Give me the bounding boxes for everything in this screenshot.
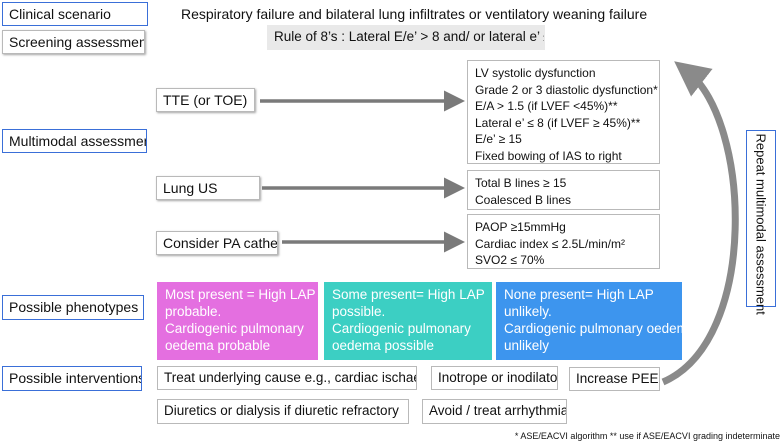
repeat-assessment-label: Repeat multimodal assessment (753, 133, 769, 315)
criteria-item: Coalesced B lines (475, 192, 572, 207)
criteria-item: Total B lines ≥ 15 (475, 176, 567, 190)
phenotype-line-part: oedema (646, 320, 696, 336)
phenotype-line: probable. (165, 303, 222, 319)
clinical-scenario-heading: Clinical scenario (2, 2, 148, 26)
criteria-item: Fixed bowing of IAS to right (475, 148, 622, 163)
criteria-item: E/e’ ≥ 15 (475, 132, 522, 147)
inotrope-box: Inotrope or inodilator (431, 366, 558, 390)
arrhythmias-box: Avoid / treat arrhythmias (422, 399, 567, 424)
phenotype-line: oedema probable (165, 337, 271, 353)
phenotype-high-lap-probable: Most present = High LAP probable. Cardio… (157, 282, 318, 360)
criteria-item: LV systolic dysfunction (475, 66, 596, 80)
phenotype-line: Cardiogenic pulmonary (165, 320, 304, 336)
repeat-assessment-label-box (746, 130, 776, 307)
phenotype-line: None present= High LAP (504, 287, 654, 302)
phenotype-line: unlikely (504, 337, 550, 353)
possible-interventions-heading: Possible interventions (2, 366, 142, 391)
phenotype-line: Most present = High LAP (165, 287, 316, 302)
multimodal-assessment-heading: Multimodal assessment (2, 129, 147, 153)
criteria-item: E/A > 1.5 (if LVEF <45%)** (475, 99, 618, 114)
phenotype-line-part: Cardiogenic pulmonary (504, 320, 643, 336)
tte-box: TTE (or TOE) (156, 88, 255, 112)
diuretics-box: Diuretics or dialysis if diuretic refrac… (157, 399, 409, 424)
criteria-item: Grade 2 or 3 diastolic dysfunction* (475, 82, 658, 97)
pa-criteria-box: PAOP ≥15mmHg Cardiac index ≤ 2.5L/min/m²… (467, 214, 660, 269)
phenotype-high-lap-possible: Some present= High LAP possible. Cardiog… (324, 282, 492, 360)
phenotype-line: Cardiogenic pulmonary (332, 320, 471, 336)
criteria-item: PAOP ≥15mmHg (475, 220, 566, 234)
phenotype-line: possible. (332, 303, 386, 319)
phenotype-line: Some present= High LAP (332, 287, 485, 302)
phenotype-high-lap-unlikely: None present= High LAP unlikely. Cardiog… (496, 282, 695, 360)
treat-underlying-cause-box: Treat underlying cause e.g., cardiac isc… (157, 366, 417, 390)
screening-rule: Rule of 8’s : Lateral E/e’ > 8 and/ or l… (267, 25, 545, 50)
lung-us-criteria-box: Total B lines ≥ 15 Coalesced B lines (467, 170, 660, 210)
tte-criteria-box: LV systolic dysfunction Grade 2 or 3 dia… (467, 60, 660, 164)
phenotype-line: oedema possible (332, 337, 435, 353)
increase-peep-box: Increase PEEP (569, 367, 660, 391)
screening-assessment-heading: Screening assessment (2, 30, 145, 54)
criteria-item: SVO2 ≤ 70% (475, 253, 545, 268)
criteria-item: Lateral e’ ≤ 8 (if LVEF ≥ 45%)** (475, 115, 641, 130)
clinical-scenario-text: Respiratory failure and bilateral lung i… (181, 6, 648, 22)
pa-catheter-box: Consider PA catheter (156, 231, 278, 255)
repeat-curved-arrow (661, 61, 739, 386)
footnote: * ASE/EACVI algorithm ** use if ASE/EACV… (514, 431, 780, 441)
criteria-item: Cardiac index ≤ 2.5L/min/m² (475, 236, 625, 251)
phenotype-line: Cardiogenic pulmonary oedema (504, 320, 695, 338)
possible-phenotypes-heading: Possible phenotypes (2, 295, 144, 320)
phenotype-line: unlikely. (504, 303, 552, 319)
lung-us-box: Lung US (156, 176, 260, 200)
